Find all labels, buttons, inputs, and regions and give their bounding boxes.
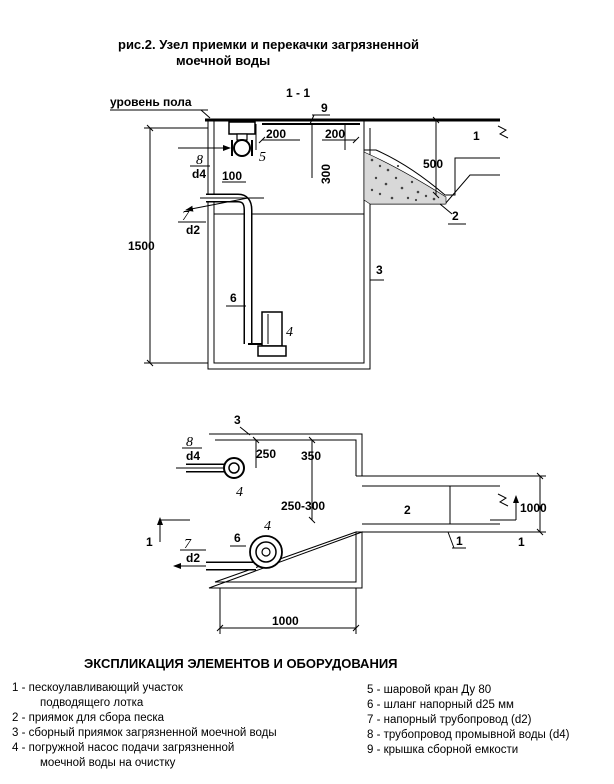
plan-cut-label-left: 1	[146, 535, 153, 549]
pipe-7-arrow	[185, 197, 249, 212]
dim-300: 300	[319, 164, 333, 184]
legend-item-4: 4 - погружной насос подачи загрязненной	[12, 742, 235, 754]
plan-pump-core	[261, 547, 271, 557]
ball-valve-handle	[228, 121, 256, 135]
legend-item-3: 3 - сборный приямок загрязненной моечной…	[12, 727, 277, 739]
figure-title-line-2: моечной воды	[176, 53, 271, 68]
callout-6: 6	[230, 291, 237, 305]
legend-item-7: 7 - напорный трубопровод (d2)	[367, 714, 532, 726]
plan-callout-2: 2	[404, 503, 411, 517]
callout-4: 4	[286, 325, 293, 340]
plan-dim-1000-h: 1000	[272, 614, 299, 628]
pump-base	[257, 345, 287, 357]
callout-7: 7	[182, 209, 190, 224]
legend-item-8: 8 - трубопровод промывной воды (d4)	[367, 729, 570, 741]
channel-outer	[356, 475, 500, 533]
plan-label-d4: d4	[186, 449, 200, 463]
floor-level-label: уровень пола	[110, 95, 192, 109]
figure-title-line-1: рис.2. Узел приемки и перекачки загрязне…	[118, 37, 420, 52]
plan-callout-4b: 4	[264, 519, 271, 534]
plan-outer-outline	[208, 433, 363, 589]
callout-8: 8	[196, 153, 203, 168]
dim-200-b: 200	[325, 127, 345, 141]
dim-100: 100	[222, 169, 242, 183]
plan-callout-1: 1	[456, 534, 463, 548]
legend-left-column: 1 - пескоулавливающий участок подводящег…	[12, 681, 277, 771]
plan-dim-250: 250	[256, 447, 276, 461]
legend-right-column: 5 - шаровой кран Ду 80 6 - шланг напорны…	[367, 683, 569, 758]
callout-2: 2	[452, 209, 459, 223]
tank-inner-outline	[213, 120, 365, 364]
tank-outer-outline	[207, 120, 371, 370]
section-label: 1 - 1	[286, 86, 310, 100]
callout-9-leader	[309, 114, 315, 125]
plan-dim-250-300: 250-300	[281, 499, 325, 513]
callout-2-leader	[439, 203, 453, 215]
legend-item-4-cont: моечной воды на очистку	[40, 757, 176, 769]
callout-5: 5	[259, 150, 266, 165]
plan-callout-7: 7	[184, 537, 192, 552]
label-d2: d2	[186, 223, 200, 237]
legend-item-2: 2 - приямок для сбора песка	[12, 712, 165, 724]
break-mark-section	[497, 125, 509, 139]
plan-inner-outline	[214, 439, 357, 583]
plan-callout-4a: 4	[236, 485, 243, 500]
legend-item-9: 9 - крышка сборной емкости	[367, 744, 519, 756]
hose-6-outline	[206, 193, 253, 344]
legend-item-6: 6 - шланг напорный d25 мм	[367, 699, 514, 711]
plan-label-d2: d2	[186, 551, 200, 565]
callout-1: 1	[473, 129, 480, 143]
plan-view: 3 2 1 1 1 250 350 250-300 1000 1000	[146, 413, 547, 634]
legend-item-1-cont: подводящего лотка	[40, 697, 144, 709]
floor-level-leader	[200, 109, 211, 119]
callout-3: 3	[376, 263, 383, 277]
dim-500: 500	[423, 157, 443, 171]
label-d4: d4	[192, 167, 206, 181]
plan-valve-core	[228, 462, 240, 474]
legend-item-5: 5 - шаровой кран Ду 80	[367, 684, 492, 696]
plan-callout-3: 3	[234, 413, 241, 427]
technical-drawing: 1 - 1 уровень пола 9 3 500	[110, 86, 547, 634]
legend-heading: ЭКСПЛИКАЦИЯ ЭЛЕМЕНТОВ И ОБОРУДОВАНИЯ	[84, 656, 398, 671]
legend-item-1: 1 - пескоулавливающий участок	[12, 682, 183, 694]
sand-texture	[370, 158, 436, 202]
callout-9: 9	[321, 101, 328, 115]
section-view: 1 - 1 уровень пола 9 3 500	[110, 86, 509, 370]
plan-callout-8: 8	[186, 435, 193, 450]
channel-inner	[362, 485, 500, 525]
hose-6-fill	[206, 195, 251, 344]
break-mark-plan	[497, 493, 509, 507]
dim-200-a: 200	[266, 127, 286, 141]
ball-valve-body	[233, 139, 251, 157]
sand-trap-outline	[364, 149, 500, 196]
sand-pile	[363, 151, 447, 205]
pump-motor	[261, 311, 283, 347]
plan-cut-label-right: 1	[518, 535, 525, 549]
plan-dim-350: 350	[301, 449, 321, 463]
dim-1500: 1500	[128, 239, 155, 253]
plan-callout-6: 6	[234, 531, 241, 545]
plan-callout-1-leader	[447, 531, 455, 549]
plan-dim-1000-v: 1000	[520, 501, 547, 515]
